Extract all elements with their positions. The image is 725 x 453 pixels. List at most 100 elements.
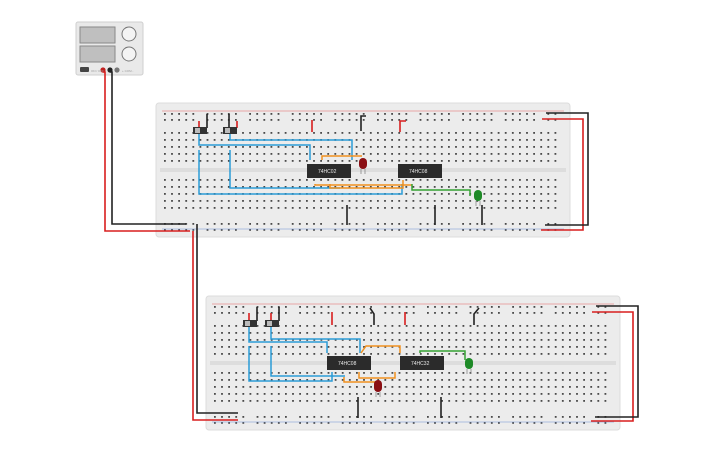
breadboard-hole[interactable]	[192, 146, 195, 148]
breadboard-hole[interactable]	[299, 393, 301, 395]
breadboard-hole[interactable]	[469, 386, 472, 388]
breadboard-hole[interactable]	[185, 160, 188, 162]
breadboard-hole[interactable]	[291, 153, 294, 155]
breadboard-hole[interactable]	[462, 372, 465, 374]
breadboard-hole[interactable]	[292, 393, 294, 395]
breadboard-hole[interactable]	[504, 146, 507, 148]
breadboard-hole[interactable]	[540, 207, 543, 209]
breadboard-hole[interactable]	[462, 153, 464, 155]
breadboard-hole[interactable]	[298, 179, 301, 181]
breadboard-hole[interactable]	[398, 379, 401, 381]
breadboard-hole[interactable]	[526, 153, 528, 155]
breadboard-hole[interactable]	[355, 223, 358, 225]
breadboard-hole[interactable]	[228, 332, 230, 334]
breadboard-hole[interactable]	[554, 332, 557, 334]
breadboard-hole[interactable]	[178, 132, 180, 134]
breadboard-hole[interactable]	[533, 422, 536, 424]
breadboard-hole[interactable]	[455, 325, 458, 327]
breadboard-hole[interactable]	[405, 146, 408, 148]
breadboard-hole[interactable]	[441, 332, 443, 334]
breadboard-hole[interactable]	[448, 372, 451, 374]
breadboard-hole[interactable]	[483, 393, 486, 395]
breadboard-hole[interactable]	[291, 160, 294, 162]
breadboard-hole[interactable]	[306, 393, 309, 395]
breadboard-hole[interactable]	[391, 346, 394, 348]
breadboard-hole[interactable]	[412, 193, 415, 195]
breadboard-hole[interactable]	[526, 207, 528, 209]
breadboard-hole[interactable]	[249, 386, 252, 388]
breadboard-hole[interactable]	[306, 379, 309, 381]
breadboard-hole[interactable]	[206, 160, 209, 162]
breadboard-hole[interactable]	[448, 422, 451, 424]
breadboard-hole[interactable]	[306, 400, 309, 402]
breadboard-hole[interactable]	[462, 179, 464, 181]
breadboard-hole[interactable]	[398, 153, 401, 155]
breadboard-hole[interactable]	[214, 400, 216, 402]
breadboard-hole[interactable]	[384, 306, 387, 308]
breadboard-hole[interactable]	[291, 179, 294, 181]
breadboard-hole[interactable]	[348, 393, 351, 395]
breadboard-hole[interactable]	[270, 146, 273, 148]
breadboard-hole[interactable]	[583, 400, 585, 402]
breadboard-hole[interactable]	[554, 386, 557, 388]
breadboard-hole[interactable]	[228, 422, 230, 424]
breadboard-hole[interactable]	[511, 229, 514, 231]
breadboard-hole[interactable]	[490, 312, 493, 314]
breadboard-hole[interactable]	[448, 339, 451, 341]
breadboard-hole[interactable]	[320, 346, 323, 348]
breadboard-hole[interactable]	[526, 113, 528, 115]
breadboard-hole[interactable]	[391, 372, 394, 374]
breadboard-hole[interactable]	[490, 306, 493, 308]
breadboard-hole[interactable]	[533, 372, 536, 374]
breadboard-hole[interactable]	[554, 193, 557, 195]
breadboard-hole[interactable]	[348, 179, 351, 181]
breadboard-hole[interactable]	[285, 312, 287, 314]
breadboard-hole[interactable]	[597, 312, 600, 314]
breadboard-hole[interactable]	[206, 132, 209, 134]
breadboard-hole[interactable]	[547, 332, 550, 334]
breadboard-hole[interactable]	[221, 346, 223, 348]
switch-lower-2[interactable]	[265, 320, 279, 327]
breadboard-hole[interactable]	[242, 393, 245, 395]
breadboard-hole[interactable]	[440, 200, 443, 202]
breadboard-hole[interactable]	[355, 113, 358, 115]
breadboard-hole[interactable]	[455, 200, 457, 202]
breadboard-hole[interactable]	[178, 229, 180, 231]
breadboard-hole[interactable]	[249, 393, 252, 395]
breadboard-hole[interactable]	[292, 353, 294, 355]
breadboard-hole[interactable]	[270, 422, 273, 424]
breadboard-hole[interactable]	[533, 312, 536, 314]
breadboard-hole[interactable]	[490, 200, 493, 202]
breadboard-hole[interactable]	[569, 422, 571, 424]
breadboard-hole[interactable]	[448, 153, 450, 155]
breadboard-hole[interactable]	[277, 346, 280, 348]
breadboard-hole[interactable]	[490, 372, 493, 374]
breadboard-hole[interactable]	[590, 379, 593, 381]
breadboard-hole[interactable]	[419, 200, 422, 202]
breadboard-hole[interactable]	[313, 229, 315, 231]
current-knob[interactable]	[121, 46, 137, 62]
breadboard-hole[interactable]	[285, 393, 287, 395]
breadboard-hole[interactable]	[434, 325, 436, 327]
breadboard-hole[interactable]	[576, 306, 578, 308]
breadboard-hole[interactable]	[270, 179, 273, 181]
breadboard-hole[interactable]	[178, 160, 180, 162]
breadboard-hole[interactable]	[377, 332, 380, 334]
breadboard-hole[interactable]	[320, 332, 323, 334]
led-red-lower[interactable]	[374, 380, 382, 397]
breadboard-hole[interactable]	[519, 393, 522, 395]
breadboard-hole[interactable]	[214, 306, 216, 308]
breadboard-hole[interactable]	[504, 179, 507, 181]
breadboard-hole[interactable]	[398, 325, 401, 327]
breadboard-hole[interactable]	[590, 372, 593, 374]
breadboard-hole[interactable]	[419, 113, 422, 115]
breadboard-hole[interactable]	[398, 372, 401, 374]
breadboard-hole[interactable]	[242, 160, 244, 162]
breadboard-hole[interactable]	[291, 200, 294, 202]
breadboard-hole[interactable]	[455, 153, 457, 155]
breadboard-hole[interactable]	[363, 372, 365, 374]
breadboard-hole[interactable]	[256, 113, 259, 115]
breadboard-hole[interactable]	[490, 353, 493, 355]
breadboard-hole[interactable]	[469, 372, 472, 374]
breadboard-hole[interactable]	[526, 332, 529, 334]
